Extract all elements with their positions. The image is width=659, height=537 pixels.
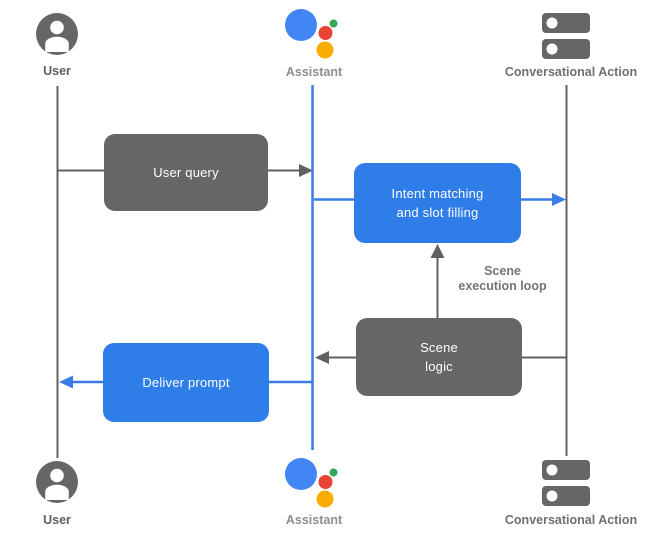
actor-assistant-top — [283, 8, 339, 65]
user-bottom-label: User — [43, 513, 71, 527]
user-query-node: User query — [104, 134, 268, 211]
scene-execution-loop-line1: Scene — [484, 264, 521, 278]
assistant-top-label: Assistant — [285, 65, 343, 79]
intent-arrowhead-icon — [552, 193, 566, 206]
server-stack-icon — [542, 13, 590, 59]
scene-loop-arrowhead-icon — [430, 244, 445, 258]
scene-execution-loop-label: Scene execution loop — [440, 264, 565, 294]
scenelogic-arrowhead-icon — [315, 351, 329, 364]
deliver-prompt-node: Deliver prompt — [103, 343, 269, 422]
actor-assistant-bottom — [283, 457, 339, 514]
intent-matching-label-line2: and slot filling — [396, 205, 479, 220]
assistant-icon — [285, 9, 338, 59]
intent-matching-node: Intent matching and slot filling — [354, 163, 521, 243]
assistant-bottom-label: Assistant — [285, 513, 343, 527]
userquery-arrowhead-icon — [299, 164, 313, 177]
intent-matching-label-line1: Intent matching — [391, 186, 484, 201]
actor-action-top — [540, 11, 592, 64]
scene-execution-loop-line2: execution loop — [458, 279, 547, 293]
actor-action-bottom — [540, 458, 592, 511]
deliver-arrowhead-icon — [59, 375, 73, 389]
user-icon — [36, 461, 78, 503]
user-query-label: User query — [153, 165, 219, 180]
scene-logic-label-line2: logic — [425, 359, 453, 374]
server-stack-icon — [542, 460, 590, 506]
scene-logic-node: Scene logic — [356, 318, 522, 396]
deliver-prompt-label: Deliver prompt — [142, 375, 230, 390]
action-bottom-label: Conversational Action — [504, 513, 638, 527]
assistant-icon — [285, 458, 338, 508]
actor-user-bottom — [35, 460, 79, 509]
scene-logic-label-line1: Scene — [420, 340, 458, 355]
user-icon — [36, 13, 78, 55]
action-top-label: Conversational Action — [504, 65, 638, 79]
user-top-label: User — [43, 64, 71, 78]
actor-user-top — [35, 12, 79, 61]
